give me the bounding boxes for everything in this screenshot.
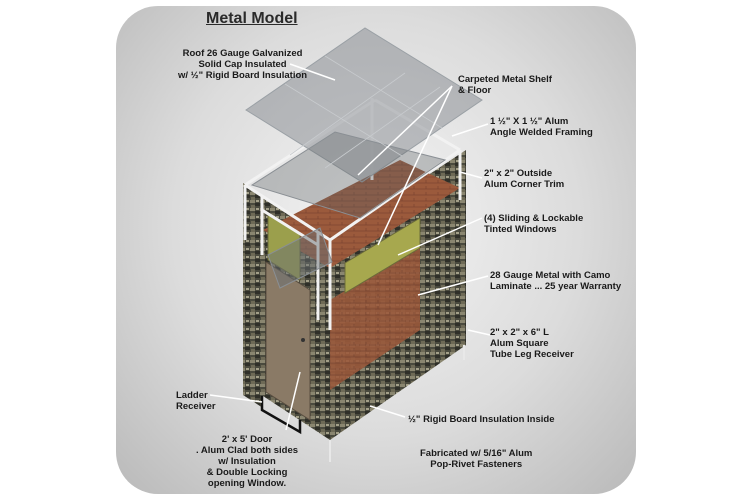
diagram-title: Metal Model xyxy=(206,10,298,27)
label-insulation: ½" Rigid Board Insulation Inside xyxy=(408,414,555,425)
legs xyxy=(329,345,465,462)
ladder-receiver xyxy=(260,396,302,435)
inner-brick xyxy=(330,245,420,390)
left-wall xyxy=(243,183,263,408)
door-handle xyxy=(301,338,305,342)
window-front xyxy=(344,217,421,294)
roof-panel-lower xyxy=(267,227,333,289)
roof-grid xyxy=(284,55,443,169)
roof-panel-middle xyxy=(250,131,447,219)
label-shelf: Carpeted Metal Shelf& Floor xyxy=(458,74,552,96)
roof-panel-upper xyxy=(245,27,483,183)
leader-lines xyxy=(209,63,491,431)
